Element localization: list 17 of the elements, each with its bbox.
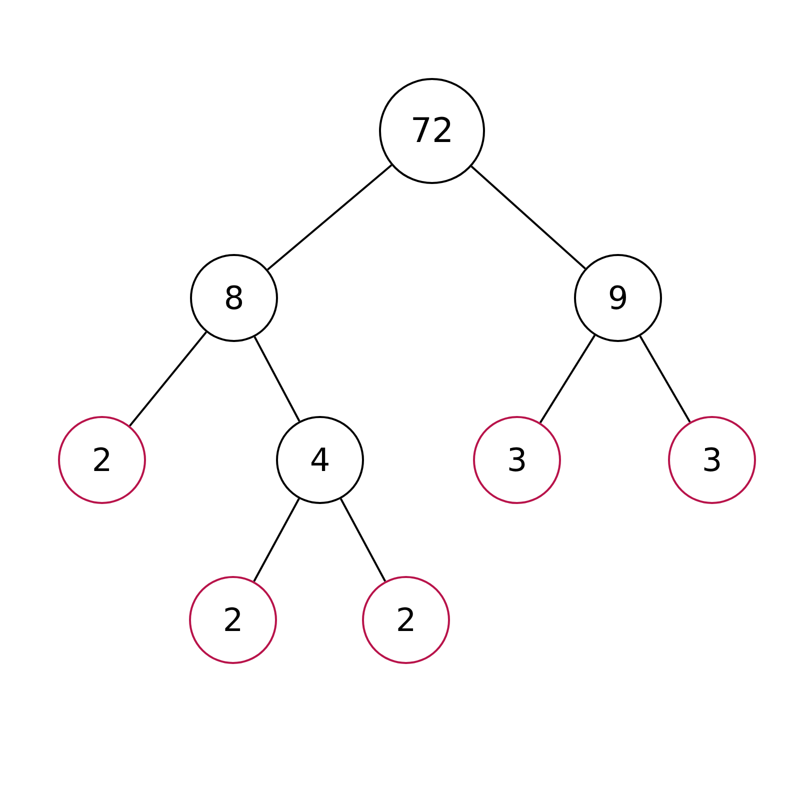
branch-line: [267, 164, 392, 270]
number-label: 3: [506, 444, 528, 476]
branch-line: [470, 166, 586, 270]
number-label: 3: [702, 444, 722, 476]
number-label: 2: [222, 604, 244, 636]
number-label: 8: [224, 282, 244, 314]
number-label: 2: [92, 444, 112, 476]
branch-line: [539, 334, 596, 424]
number-label: 9: [608, 282, 628, 314]
branch-line: [639, 336, 691, 422]
number-label: 4: [310, 444, 330, 476]
branch-line: [254, 336, 300, 422]
branch-line: [253, 498, 300, 582]
branch-line: [129, 331, 207, 427]
number-label: 72: [410, 114, 454, 148]
number-label: 2: [396, 604, 416, 636]
branch-line: [340, 498, 386, 582]
